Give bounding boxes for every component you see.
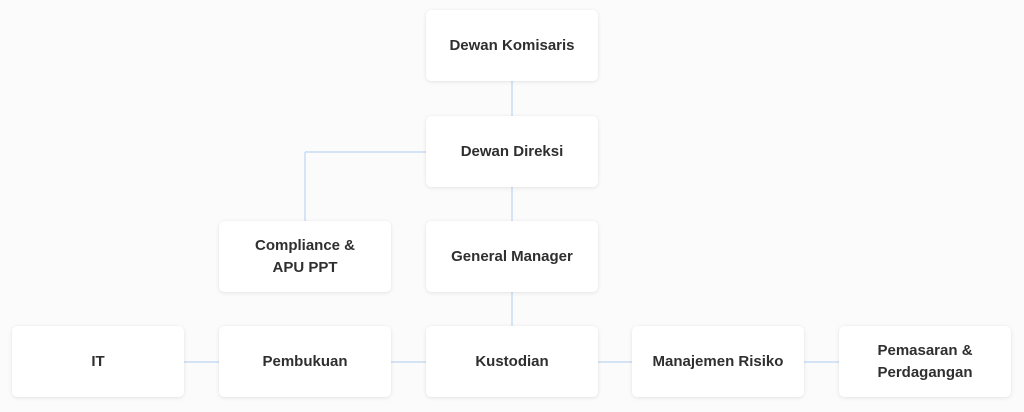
node-dewan-komisaris: Dewan Komisaris	[426, 10, 598, 81]
node-label: General Manager	[451, 247, 573, 265]
node-compliance-apu-ppt: Compliance & APU PPT	[219, 221, 391, 292]
node-pemasaran-perdagangan: Pemasaran & Perdagangan	[839, 326, 1011, 397]
node-pembukuan: Pembukuan	[219, 326, 391, 397]
node-label: Dewan Komisaris	[449, 36, 575, 54]
node-label: IT	[91, 352, 105, 370]
node-label: Pembukuan	[262, 352, 348, 370]
node-general-manager: General Manager	[426, 221, 598, 292]
node-label: Pemasaran & Perdagangan	[877, 341, 973, 381]
node-kustodian: Kustodian	[426, 326, 598, 397]
node-dewan-direksi: Dewan Direksi	[426, 116, 598, 187]
node-manajemen-risiko: Manajemen Risiko	[632, 326, 804, 397]
node-label: Compliance & APU PPT	[254, 236, 356, 276]
node-it: IT	[12, 326, 184, 397]
node-label: Kustodian	[475, 352, 549, 370]
node-label: Dewan Direksi	[460, 142, 564, 160]
node-label: Manajemen Risiko	[652, 352, 784, 370]
